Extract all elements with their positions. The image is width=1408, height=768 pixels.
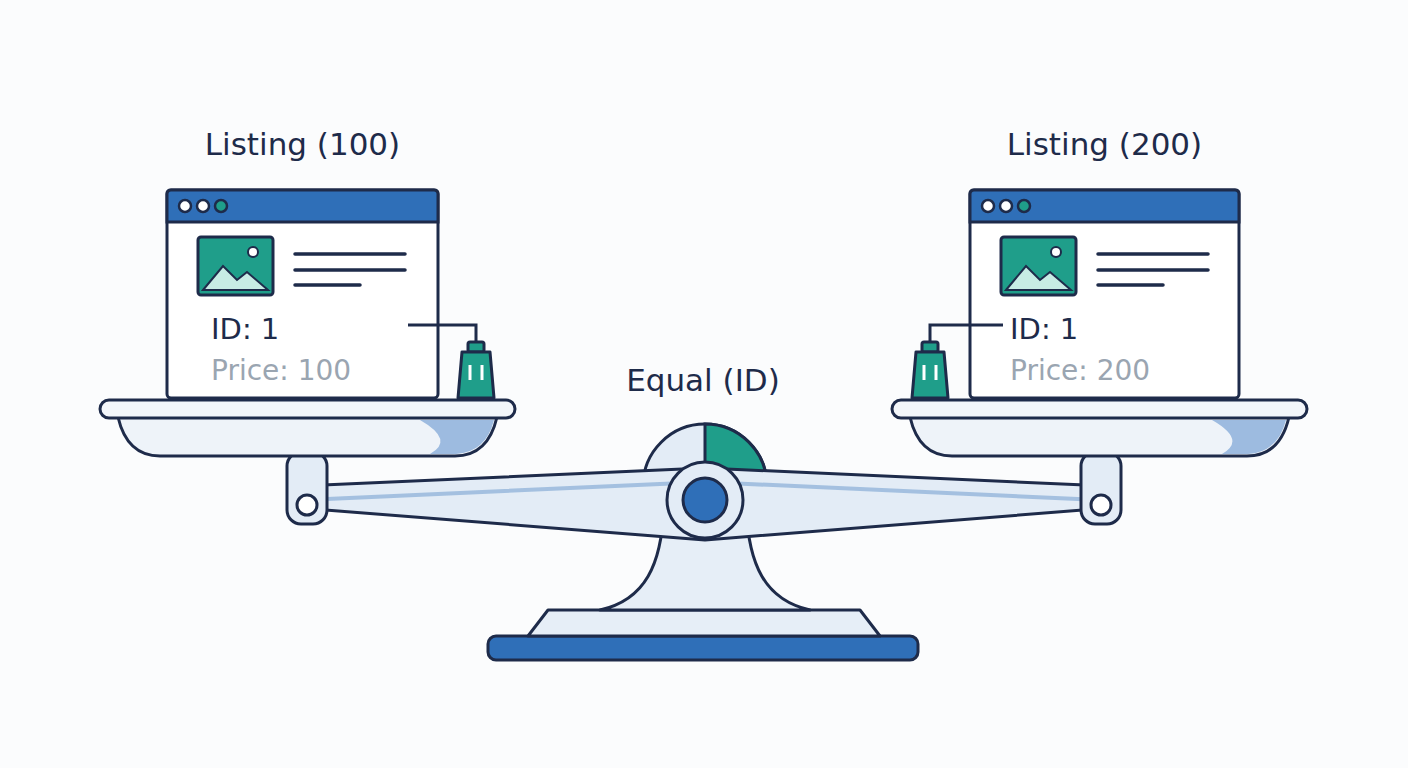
- leader-line: [408, 325, 1003, 344]
- id-field: ID: 1: [211, 312, 279, 347]
- comparison-label: Equal (ID): [503, 362, 903, 399]
- price-field: Price: 200: [1010, 354, 1150, 388]
- scale-pans: [100, 400, 1307, 456]
- price-field: Price: 100: [211, 354, 351, 388]
- listing-card: Listing (200)ID: 1Price: 200: [968, 120, 1241, 400]
- scale-pivot: [667, 462, 743, 538]
- id-field: ID: 1: [1010, 312, 1078, 347]
- listing-card: Listing (100)ID: 1Price: 100: [165, 120, 440, 400]
- card-heading: Listing (100): [135, 126, 470, 163]
- card-heading: Listing (200): [938, 126, 1271, 163]
